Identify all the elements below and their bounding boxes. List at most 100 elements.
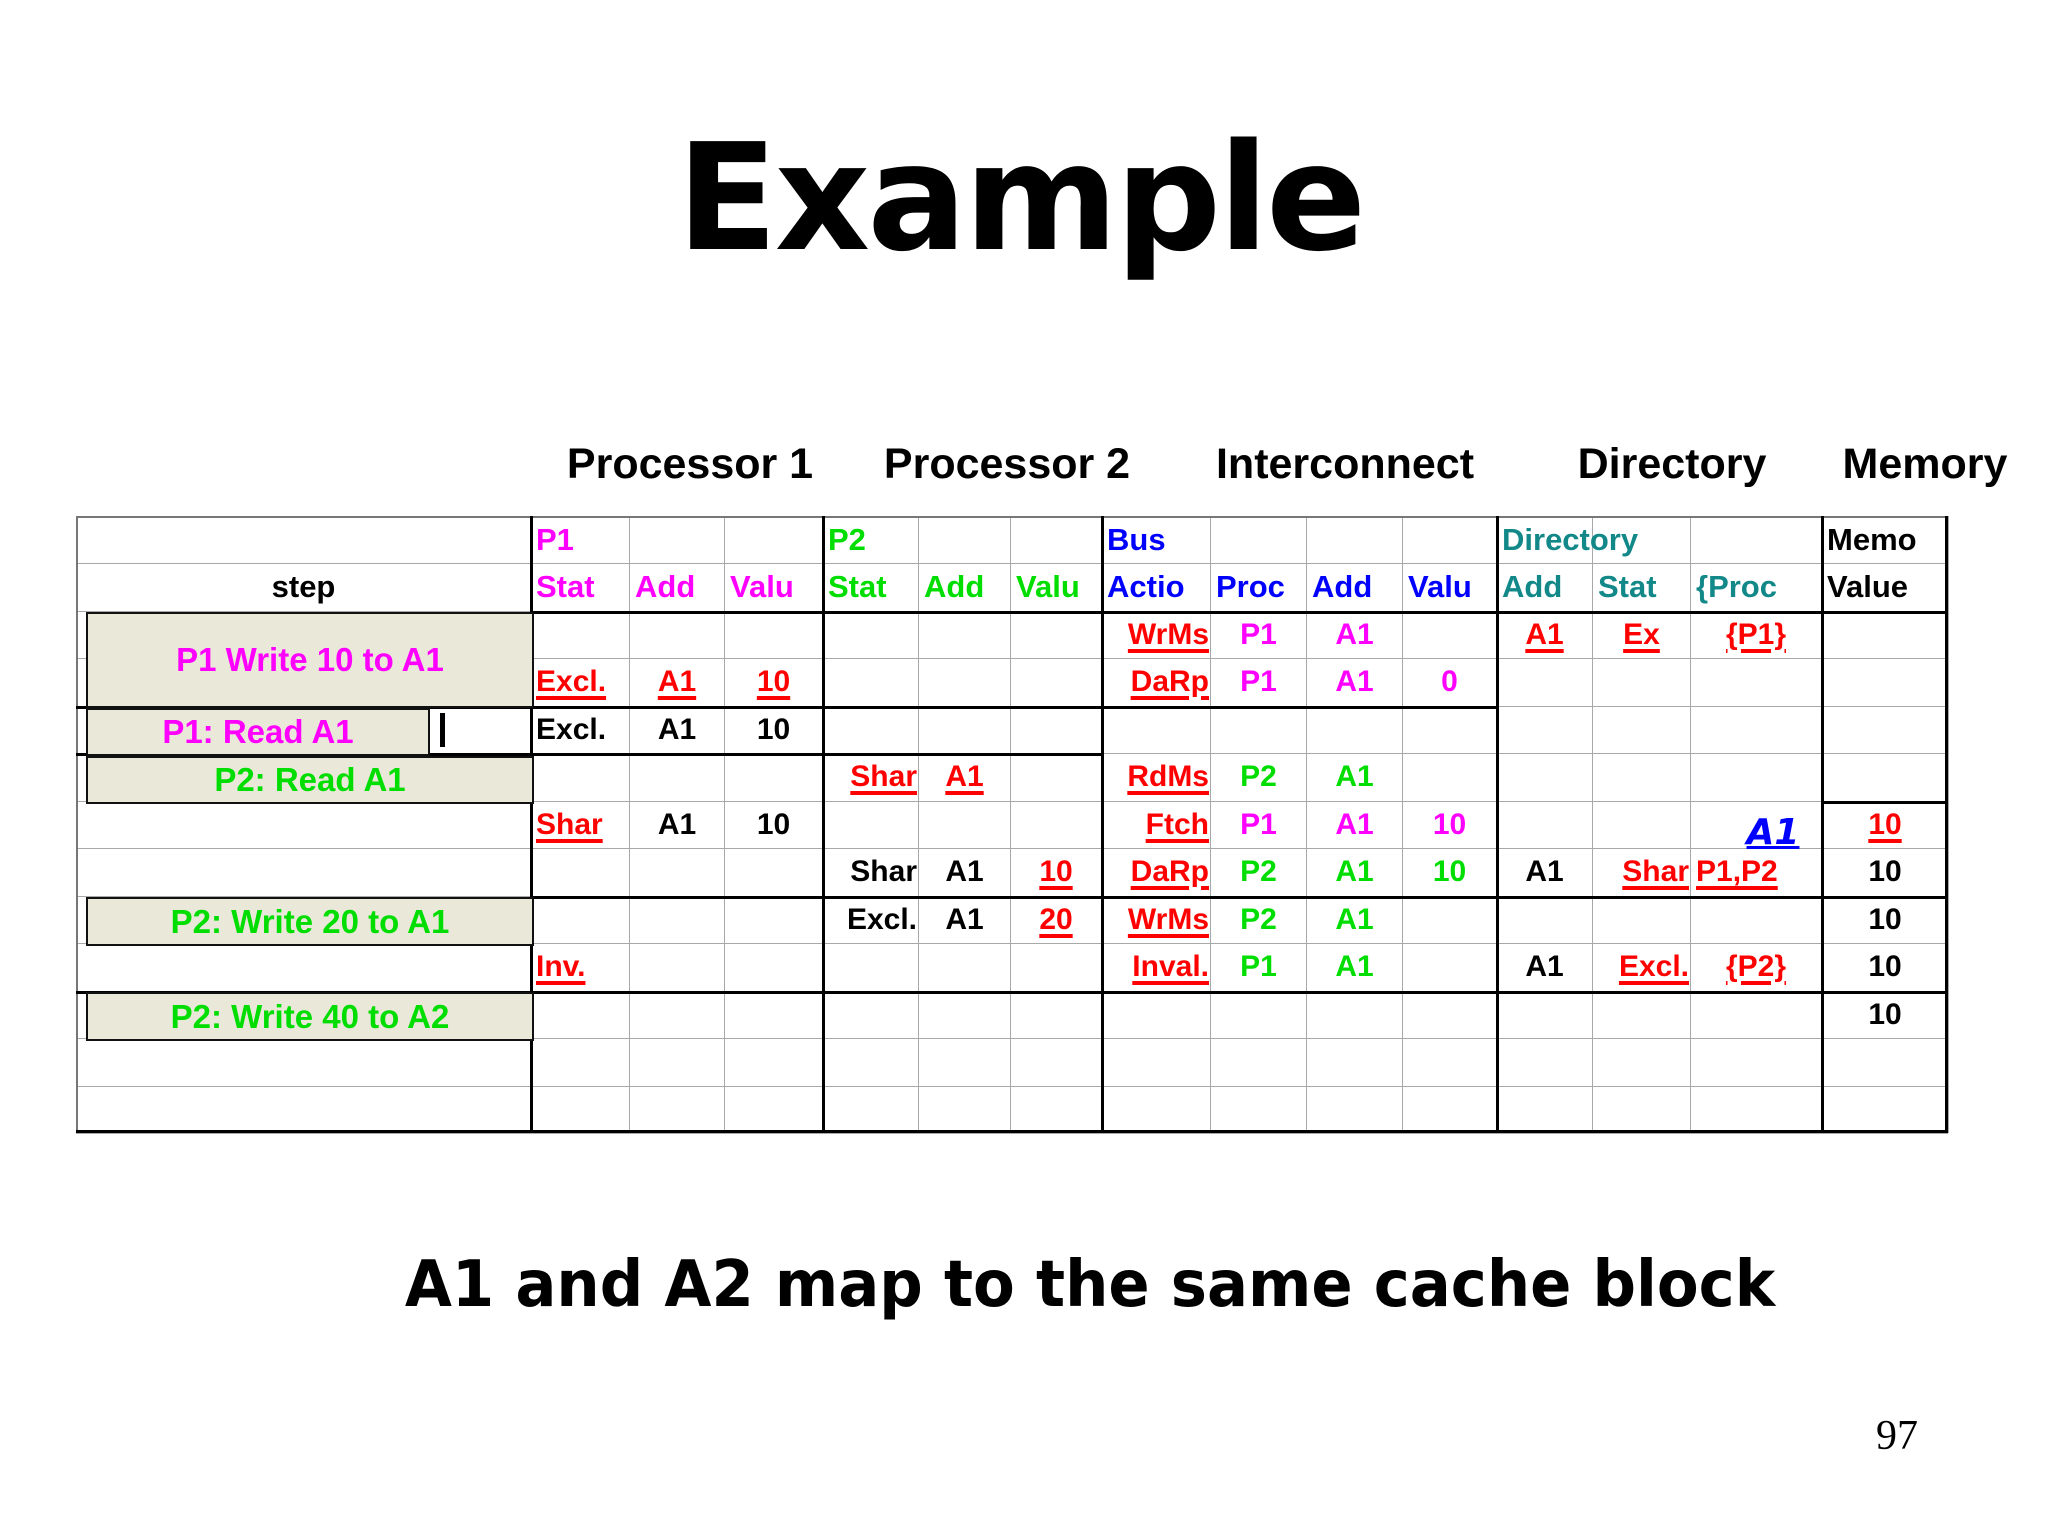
table-cell: P1 — [1240, 665, 1277, 698]
section-border-v — [1821, 516, 1824, 1133]
a1-annotation: A1 — [1746, 812, 1800, 853]
table-cell: A1 — [1335, 903, 1374, 936]
table-cell: P1,P2 — [1696, 855, 1778, 888]
table-cell: Memo — [1827, 522, 1917, 557]
table-cell: A1 — [1335, 808, 1374, 841]
table-cell: P2 — [1240, 760, 1277, 793]
step-label-p2-write-40-to-a2: P2: Write 40 to A2 — [86, 992, 534, 1041]
table-cell: Shar — [536, 808, 603, 841]
table-cell: Valu — [730, 569, 794, 604]
table-cell: 10 — [1432, 855, 1467, 888]
section-border-h — [76, 753, 1101, 756]
table-cell: 0 — [1441, 665, 1458, 698]
table-cell: Shar — [1622, 855, 1689, 888]
page-number: 97 — [1876, 1413, 1918, 1459]
table-cell: Valu — [1408, 569, 1472, 604]
table-cell: Ex — [1623, 618, 1660, 651]
table-cell: Proc — [1216, 569, 1285, 604]
table-cell: A1 — [945, 760, 984, 793]
table-cell: Excl. — [846, 903, 917, 936]
table-cell: 10 — [1868, 950, 1902, 983]
section-border-v — [1945, 516, 1948, 1133]
table-cell: Excl. — [536, 713, 607, 746]
grid-line-v — [1592, 516, 1593, 1133]
table-cell: 10 — [1039, 855, 1073, 888]
table-cell: P2 — [828, 522, 866, 557]
table-cell: P2 — [1240, 903, 1277, 936]
grid-line-v — [918, 516, 919, 1133]
table-cell: 10 — [1868, 855, 1902, 888]
group-header-directory: Directory — [1577, 440, 1767, 488]
table-cell: 10 — [1432, 808, 1467, 841]
grid-line-h — [76, 1086, 1948, 1087]
step-label-p1-read-a1: P1: Read A1 — [86, 708, 430, 756]
grid-line-h — [76, 943, 1948, 944]
grid-line-h — [76, 563, 1948, 564]
table-cell: A1 — [945, 855, 984, 888]
grid-line-h — [76, 1133, 1948, 1134]
table-cell: Add — [635, 569, 696, 604]
table-cell: Directory — [1502, 522, 1639, 557]
table-cell: Add — [1502, 569, 1563, 604]
section-border-h — [1821, 801, 1948, 804]
table-cell: WrMs — [1127, 618, 1209, 651]
table-cell: {P1} — [1725, 618, 1787, 651]
grid-line-h — [76, 1038, 1948, 1039]
table-cell: 10 — [756, 808, 791, 841]
table-cell: A1 — [657, 665, 697, 698]
table-cell: 10 — [756, 713, 791, 746]
table-top-edge — [76, 516, 1948, 518]
table-cell: Add — [1312, 569, 1373, 604]
grid-line-h — [76, 848, 1948, 849]
table-cell: Valu — [1016, 569, 1080, 604]
table-cell: step — [271, 569, 336, 604]
table-cell: Actio — [1107, 569, 1185, 604]
cursor-bar — [440, 713, 445, 747]
section-border-h — [76, 991, 1948, 994]
table-cell: A1 — [657, 713, 697, 746]
grid-line-h — [76, 658, 1948, 659]
section-border-h — [76, 1130, 1948, 1133]
table-cell: Inval. — [1132, 950, 1209, 983]
slide-title: Example — [676, 112, 1367, 284]
table-left-edge — [76, 516, 78, 1133]
table-cell: Value — [1827, 569, 1908, 604]
table-cell: A1 — [1335, 618, 1374, 651]
grid-line-v — [1306, 516, 1307, 1133]
table-cell: DaRp — [1130, 855, 1209, 888]
table-cell: 10 — [1868, 808, 1902, 841]
step-label-p2-write-20-to-a1: P2: Write 20 to A1 — [86, 897, 534, 946]
table-cell: Add — [924, 569, 985, 604]
table-cell: Inv. — [536, 950, 586, 983]
table-cell: DaRp — [1130, 665, 1209, 698]
group-header-processor-1: Processor 1 — [566, 440, 814, 488]
section-border-v — [530, 516, 533, 1133]
table-cell: A1 — [1335, 950, 1374, 983]
grid-line-h — [76, 801, 1948, 802]
section-border-v — [1496, 516, 1499, 1133]
group-header-interconnect: Interconnect — [1215, 440, 1475, 488]
table-cell: A1 — [945, 903, 984, 936]
grid-line-v — [1010, 516, 1011, 1133]
table-cell: A1 — [1335, 760, 1374, 793]
table-cell: Shar — [850, 855, 917, 888]
table-cell: RdMs — [1127, 760, 1209, 793]
table-cell: A1 — [1525, 950, 1564, 983]
step-label-p1-write-10-to-a1: P1 Write 10 to A1 — [86, 612, 534, 708]
table-cell: Bus — [1107, 522, 1166, 557]
table-cell: Excl. — [1618, 950, 1689, 983]
table-cell: WrMs — [1127, 903, 1209, 936]
grid-line-v — [1402, 516, 1403, 1133]
step-label-p2-read-a1: P2: Read A1 — [86, 756, 534, 804]
table-cell: A1 — [1335, 855, 1374, 888]
table-cell: Excl. — [536, 665, 607, 698]
table-cell: P1 — [1240, 808, 1277, 841]
grid-line-v — [1210, 516, 1211, 1133]
table-cell: P1 — [1240, 618, 1277, 651]
section-border-h — [76, 706, 1496, 709]
table-cell: A1 — [1525, 855, 1564, 888]
section-border-h — [530, 611, 1948, 614]
section-border-v — [1101, 516, 1104, 1133]
table-cell: Ftch — [1145, 808, 1209, 841]
